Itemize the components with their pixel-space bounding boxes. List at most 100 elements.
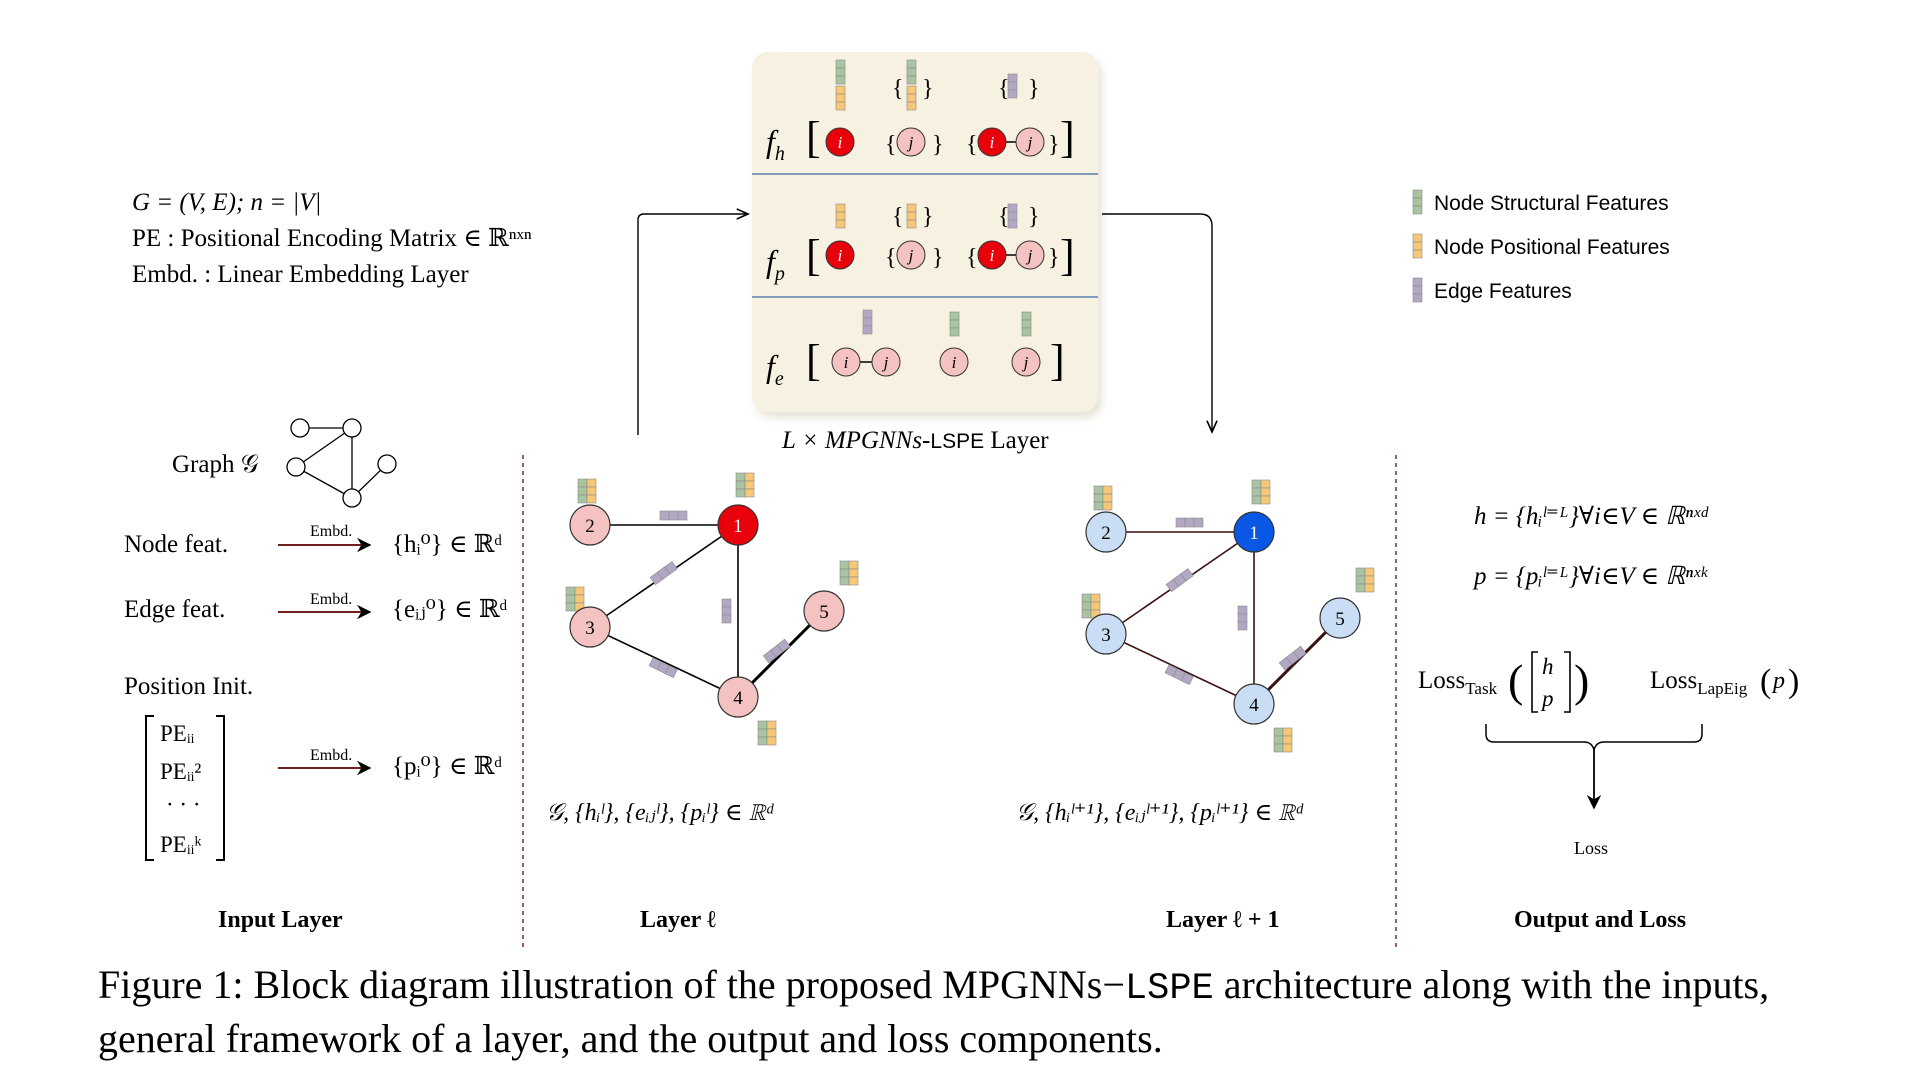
layer-l1-node-3 — [1085, 613, 1127, 655]
node-embd-label: Embd. — [310, 523, 352, 540]
loss-task-paren-open: ( — [1508, 655, 1523, 706]
fp-stack-3-cell — [1007, 203, 1018, 213]
fp-edge-node-j: j — [1015, 240, 1045, 270]
fe-edge-node-j-circle — [871, 347, 901, 377]
fh-brace-ij-open: { — [966, 132, 978, 158]
pe-matrix: PEᵢᵢ PEᵢᵢ² · · · PEᵢᵢᵏ — [145, 715, 225, 861]
fp-stack-1 — [835, 203, 846, 229]
layer-l-node-feat-2-p — [586, 478, 597, 504]
fe-stack-3-cell — [1021, 327, 1032, 337]
layer-l1-node-feat-4-p-cell — [1282, 727, 1293, 737]
fh-stack-2-cell — [906, 75, 917, 85]
def-graph: G = (V, E); n = |V| — [132, 189, 321, 216]
layer-l-node-feat-5-s — [839, 560, 850, 586]
layer-l1-edge-3-4 — [1105, 633, 1255, 705]
fp-stack-3-cell — [1007, 211, 1018, 221]
fe-node-i-label: i — [952, 353, 957, 372]
fp-stack-3-cell — [1007, 219, 1018, 229]
layer-l1-edge-feat-1-4-cell — [1237, 605, 1248, 615]
layer-l1-node-feat-2-s-cell — [1093, 501, 1104, 511]
fe-stack-1-cell — [862, 325, 873, 335]
layer-l1-node-feat-4-p-cell — [1282, 743, 1293, 753]
layer-l1-edge-feat-1-3 — [1165, 568, 1194, 593]
legend-positional-icon-cell — [1412, 249, 1423, 259]
layer-l1-node-1-label: 1 — [1249, 523, 1259, 544]
edge-feat-label: Edge feat. — [124, 596, 225, 623]
fp-edge-node-j-circle — [1015, 240, 1045, 270]
layer-l1-node-feat-2-p-cell — [1102, 493, 1113, 503]
fp-brace-ij-close: } — [1048, 245, 1060, 271]
fe-stack-1-cell — [862, 309, 873, 319]
pe-embd-label: Embd. — [310, 747, 352, 764]
layer-l1-node-feat-5-s-cell — [1355, 567, 1366, 577]
layer-l1-node-feat-1-s-cell — [1251, 479, 1262, 489]
fh-stack-2b-cell — [906, 93, 917, 103]
layer-l-node-feat-3-p-cell — [574, 586, 585, 596]
fp-node-i: i — [825, 240, 855, 270]
fh-edge-node-i: i — [977, 127, 1007, 157]
layer-l-edge-feat-1-4 — [721, 598, 732, 624]
fe-bracket-close: ] — [1050, 336, 1065, 385]
layer-l-node-3 — [569, 606, 611, 648]
layer-l-node-2-label: 2 — [585, 516, 595, 537]
fh-stack-1 — [835, 59, 846, 85]
legend-positional-icon-cell — [1412, 233, 1423, 243]
layer-l-node-feat-4-s-cell — [757, 728, 768, 738]
fh-stack-2b-cell — [906, 85, 917, 95]
layer-l-node-1-label: 1 — [733, 516, 743, 537]
legend-structural-icon-cell — [1412, 189, 1423, 199]
mpgnn-box-background — [752, 52, 1098, 412]
legend-positional-icon — [1412, 233, 1423, 259]
loss-task-p: p — [1540, 686, 1554, 711]
fh-stack-2-cell — [906, 67, 917, 77]
layer-l1-edge-feat-1-4-cell — [1237, 613, 1248, 623]
layer-l-node-5-label: 5 — [819, 602, 829, 623]
fh-stack-1-cell — [835, 75, 846, 85]
layer-l1-edge-feat-1-3-cell — [1180, 568, 1194, 582]
fh-brace-j-close: } — [932, 132, 944, 158]
loss-task-h: h — [1542, 654, 1554, 679]
layer-l1-edge-feat-4-5 — [1278, 645, 1307, 671]
fp-brace-j-open: { — [885, 245, 897, 271]
caption-part1: Figure 1: Block diagram illustration of … — [98, 962, 1103, 1007]
layer-l1-node-feat-1-s-cell — [1251, 487, 1262, 497]
layer-l1-edge-feat-1-2-cell — [1193, 517, 1204, 528]
layer-l1-node-feat-3-s-cell — [1081, 601, 1092, 611]
fe-edge-node-i: i — [831, 347, 861, 377]
fp-stack2-brace-open: { — [892, 204, 904, 230]
fh-node-i-label: i — [838, 133, 843, 152]
fe-stack-1 — [862, 309, 873, 335]
caption-dash: − — [1102, 962, 1125, 1007]
layer-l-edge-feat-3-4 — [648, 657, 678, 679]
fh-stack-1b-cell — [835, 101, 846, 111]
definitions: G = (V, E); n = |V| PE : Positional Enco… — [132, 189, 532, 288]
output-title: Output and Loss — [1514, 907, 1686, 933]
layer-l-node-feat-5-p-cell — [848, 568, 859, 578]
arrow-into-mpgnn — [637, 214, 748, 435]
legend-positional-label: Node Positional Features — [1434, 236, 1670, 259]
fp-stack-2-cell — [906, 211, 917, 221]
layer-l-node-feat-4-p — [766, 720, 777, 746]
fp-stack-2-cell — [906, 203, 917, 213]
loss-task-paren-close: ) — [1574, 655, 1589, 706]
graph-label: Graph 𝒢 — [172, 451, 259, 478]
layer-l-edge-3-4 — [589, 626, 739, 698]
fp-stack-1-cell — [835, 219, 846, 229]
figure-caption: Figure 1: Block diagram illustration of … — [98, 960, 1858, 1064]
layer-l-node-feat-3-p — [574, 586, 585, 612]
fe-edge-node-j: j — [871, 347, 901, 377]
layer-l1-node-feat-3-p — [1090, 593, 1101, 619]
legend-edge-icon-cell — [1412, 285, 1423, 295]
layer-l-node-feat-4-s-cell — [757, 736, 768, 746]
layer-l-node-feat-3-s-cell — [565, 586, 576, 596]
layer-l1-edge-feat-1-2-cell — [1175, 517, 1186, 528]
layer-l1-node-feat-5-s-cell — [1355, 575, 1366, 585]
layer-l1-edge-feat-4-5-cell — [1293, 645, 1307, 660]
fp-node-i-circle — [825, 240, 855, 270]
layer-l1-node-4 — [1233, 683, 1275, 725]
fe-edge-node-i-label: i — [844, 353, 849, 372]
legend-edge-icon-cell — [1412, 293, 1423, 303]
layer-l1-node-feat-4-s-cell — [1273, 727, 1284, 737]
layer-l1-node-feat-5-p — [1364, 567, 1375, 593]
fe-stack-2-cell — [949, 327, 960, 337]
